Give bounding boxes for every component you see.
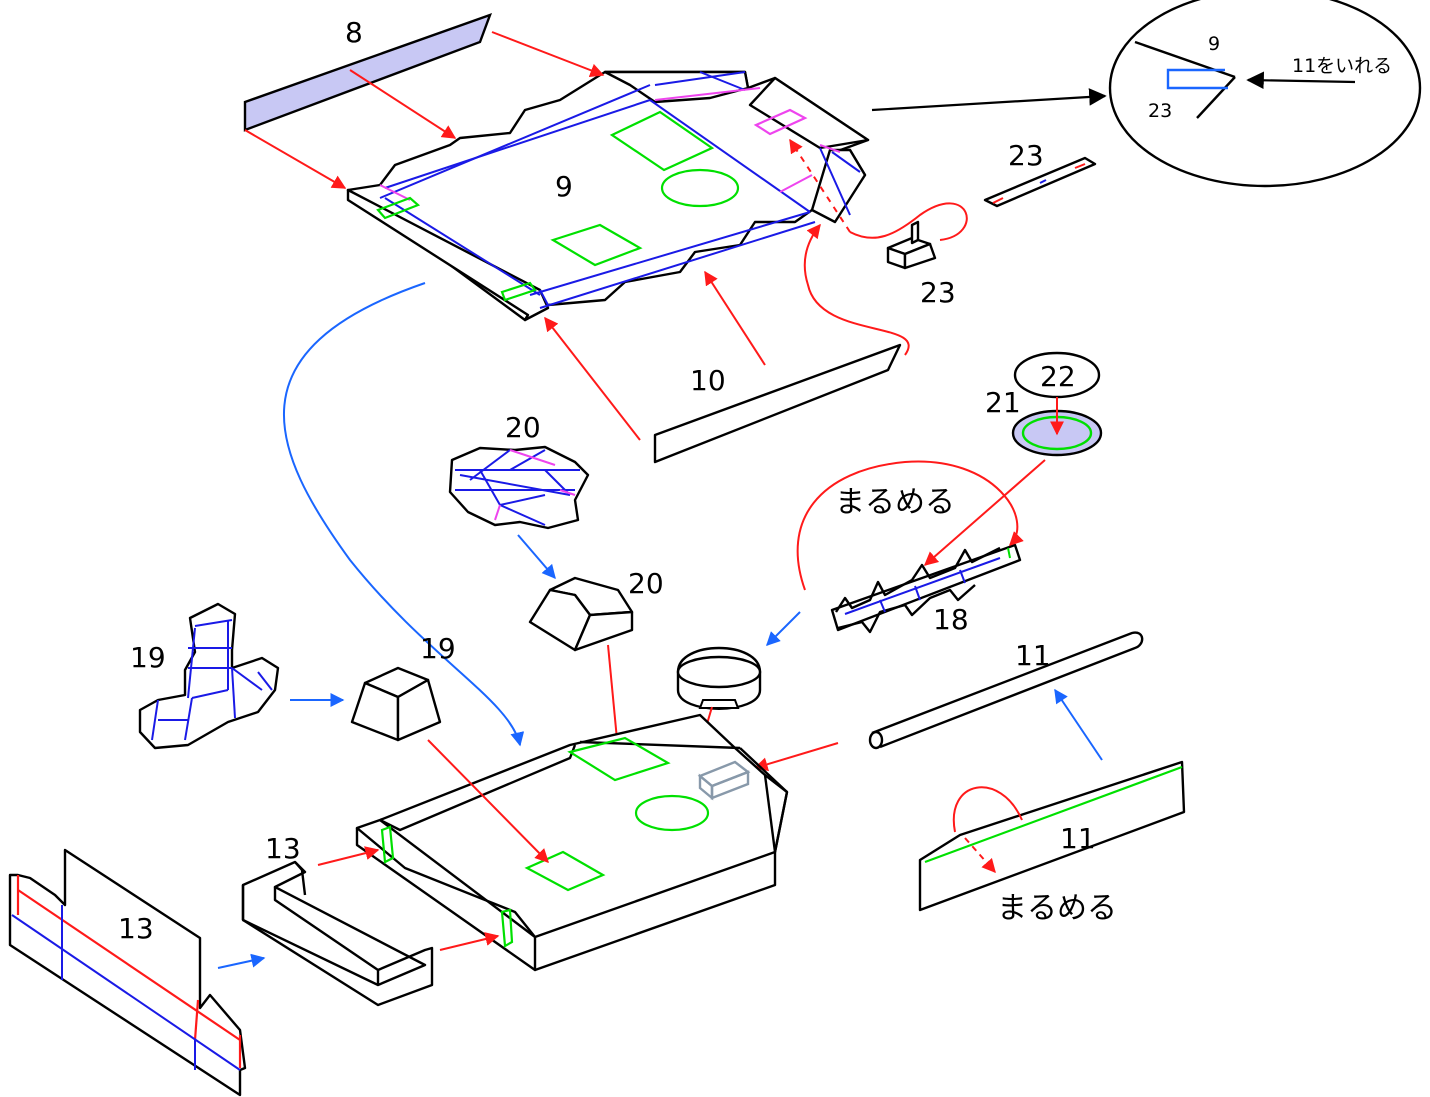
part-23-strip (983, 156, 1097, 208)
curve-roll-11 (952, 786, 1023, 833)
arrow-8-to-9-a (491, 31, 605, 77)
label-part-18: 18 (933, 603, 969, 636)
arrow-roll-18 (796, 460, 1024, 591)
detail-callout (1108, 0, 1422, 188)
part-8-strip (243, 13, 493, 132)
cap-assembled (676, 646, 762, 710)
arrow-20-to-base (607, 644, 624, 752)
arrow-13-fold (217, 953, 266, 969)
part-13-tray (241, 860, 434, 1007)
part-11-flat (918, 760, 1186, 912)
note-roll-18: まるめる (835, 485, 955, 520)
arrow-8-to-9-b (349, 69, 457, 139)
label-part-19-flat: 19 (130, 641, 166, 674)
arrow-9-to-base (283, 282, 525, 747)
label-part-11-flat: 11 (1060, 822, 1096, 855)
arrow-21-to-18 (923, 459, 1046, 566)
arrow-to-detail (871, 88, 1107, 112)
arrow-8-to-9-c (244, 129, 347, 189)
part-13-net (8, 848, 247, 1097)
hull-assembled (355, 713, 789, 972)
arrow-11-to-base (753, 742, 839, 772)
part-19-box (350, 666, 442, 742)
arrow-11-roll-up (1054, 688, 1103, 761)
arrow-20-fold (517, 534, 556, 580)
label-part-20-flat: 20 (505, 411, 541, 444)
label-part-13-flat: 13 (118, 912, 154, 945)
part-20-box (528, 576, 634, 652)
label-part-8: 8 (345, 16, 363, 49)
part-9-net (346, 70, 870, 322)
arrow-10-to-9 (704, 270, 766, 366)
label-part-20-box: 20 (628, 567, 664, 600)
arrow-roll-11 (964, 837, 996, 874)
label-part-9: 9 (555, 170, 573, 203)
label-part-11-tube: 11 (1015, 639, 1051, 672)
detail-label-9: 9 (1208, 33, 1220, 55)
part-23-folded (886, 220, 937, 270)
curve-23-to-9 (849, 202, 968, 241)
arrow-19-to-base (427, 739, 549, 863)
detail-label-23: 23 (1148, 100, 1172, 122)
arrow-13-to-base-b (439, 932, 500, 951)
label-part-23-folded: 23 (920, 276, 956, 309)
label-part-10: 10 (690, 364, 726, 397)
part-10-strip (653, 343, 902, 464)
arrow-18-to-cap (766, 611, 801, 646)
label-part-21: 21 (985, 386, 1021, 419)
part-11-tube (868, 631, 1144, 750)
detail-insert-11-note: 11をいれる (1292, 55, 1392, 77)
label-part-22: 22 (1040, 360, 1076, 393)
arrow-13-to-base-a (317, 846, 380, 866)
label-part-19-box: 19 (420, 632, 456, 665)
arrow-insert-11 (1246, 71, 1356, 90)
note-roll-11: まるめる (997, 891, 1117, 926)
label-part-13-folded: 13 (265, 832, 301, 865)
part-20-net (448, 445, 590, 530)
arrow-10-to-9-b (544, 316, 641, 441)
label-part-23-strip: 23 (1008, 139, 1044, 172)
arrow-10-curve (803, 223, 910, 356)
part-19-net (138, 602, 280, 750)
part-18-roll (830, 543, 1022, 634)
